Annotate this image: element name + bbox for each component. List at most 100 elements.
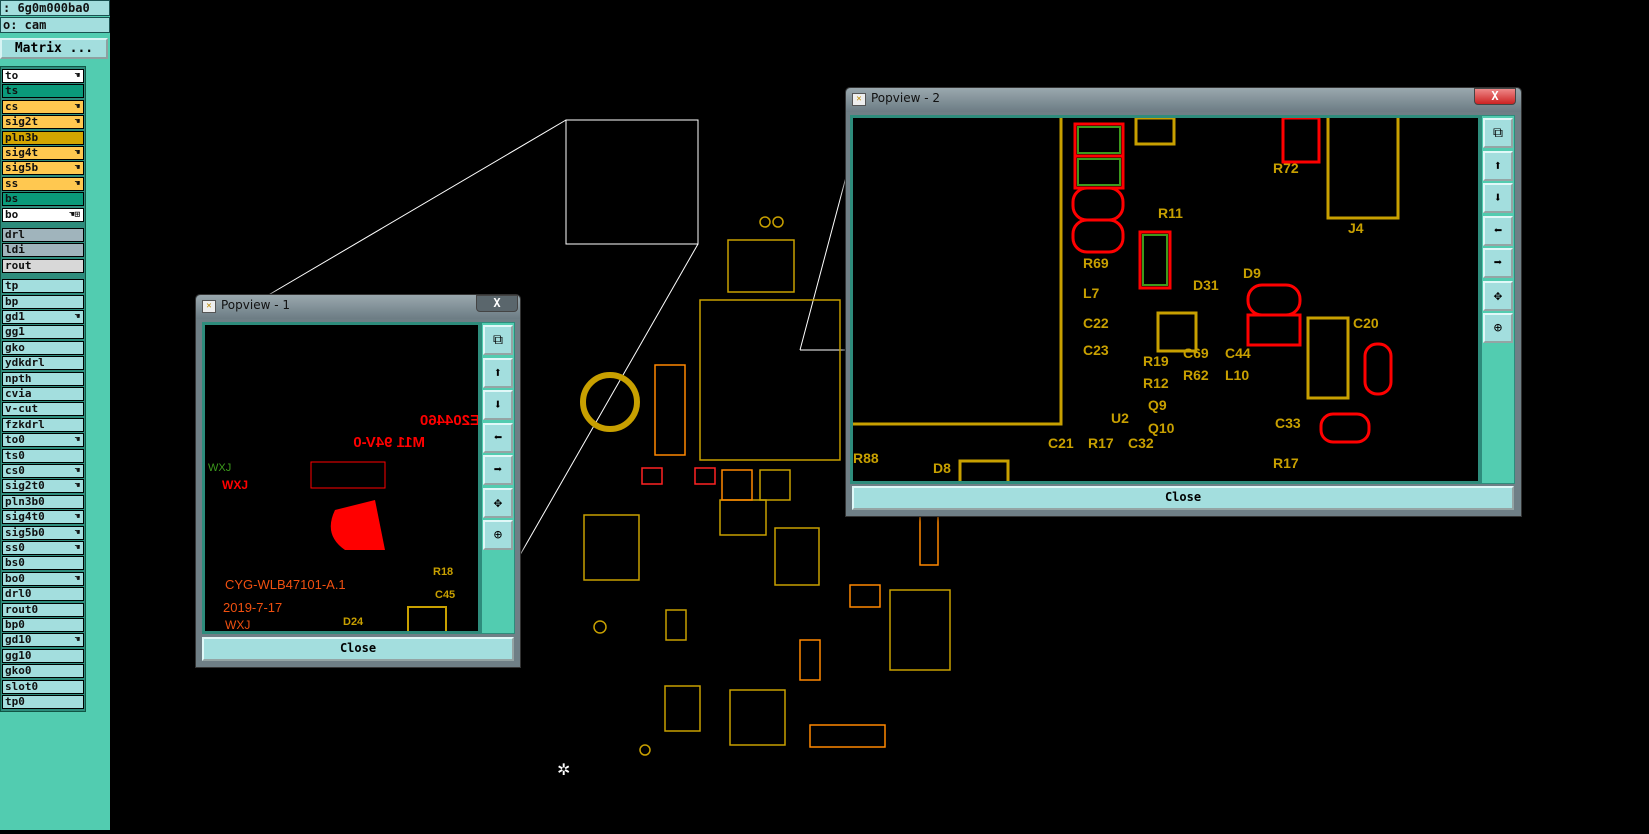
silk-d24: D24 [343,616,364,628]
pan-down-icon[interactable]: ⬇ [483,390,513,420]
app-icon: ✕ [202,300,216,313]
affected-arrow-icon[interactable]: ☚ [74,527,80,538]
layer-row-sig2t0[interactable]: sig2t0☚ [2,479,84,494]
affected-arrow-icon[interactable]: ☚ [74,163,80,174]
affected-arrow-icon[interactable]: ☚ [74,148,80,158]
layer-row-ldi[interactable]: ldi [2,243,84,258]
layer-row-ts0[interactable]: ts0 [2,448,84,463]
affected-arrow-icon[interactable]: ☚⊞ [69,209,80,220]
popview-2-close-button[interactable]: Close [852,486,1514,510]
layer-row-gko0[interactable]: gko0 [2,664,84,679]
layer-row-gd10[interactable]: gd10☚ [2,633,84,648]
affected-arrow-icon[interactable]: ☚ [74,312,80,322]
affected-arrow-icon[interactable]: ☚ [74,435,80,446]
layer-row-pln3b[interactable]: pln3b [2,130,84,145]
layer-row-ts[interactable]: ts [2,84,84,99]
silk-wxj-green: WXJ [208,462,231,474]
layer-row-ss[interactable]: ss☚ [2,176,84,191]
layer-row-ss0[interactable]: ss0☚ [2,541,84,555]
popview-1-title: Popview - 1 [221,298,290,312]
layer-panel-scroll-area[interactable] [86,66,108,830]
layer-row-fzkdrl[interactable]: fzkdrl [2,417,84,432]
layer-row-cs[interactable]: cs☚ [2,99,84,114]
layer-name: rout [5,258,32,272]
silk-date: 2019-7-17 [223,600,282,615]
popview-1-viewport[interactable]: E204460 M11 94V-0 WXJ WXJ CYG-WLB47101-A… [202,322,481,634]
layer-row-bs[interactable]: bs [2,192,84,207]
affected-arrow-icon[interactable]: ☚ [74,573,80,584]
affected-arrow-icon[interactable]: ☚ [74,466,80,476]
graphic-canvas[interactable]: ✲ [110,0,1649,830]
pan-up-icon[interactable]: ⬆ [1483,150,1513,181]
layer-row-gg1[interactable]: gg1 [2,325,84,340]
layer-name: to0 [5,433,25,447]
pan-left-icon[interactable]: ⬅ [483,422,513,453]
silk-label: J4 [1348,220,1364,236]
affected-arrow-icon[interactable]: ☚ [74,101,80,112]
zoom-in-icon[interactable]: ✥ [483,487,513,518]
layer-row-pln3b0[interactable]: pln3b0 [2,494,84,509]
pan-right-icon[interactable]: ➡ [1483,248,1513,278]
layer-row-sig5b[interactable]: sig5b ☚ [2,161,84,176]
layer-name: ldi [5,243,25,257]
layer-row-drl[interactable]: drl [2,228,84,242]
layer-row-ydkdrl[interactable]: ydkdrl [2,356,84,371]
layer-row-slot0[interactable]: slot0 [2,679,84,694]
layer-row-gko[interactable]: gko [2,340,84,355]
layer-name: slot0 [5,679,39,693]
popview-1-titlebar[interactable]: ✕ Popview - 1 X [196,295,520,319]
zoom-out-icon[interactable]: ⊕ [483,520,513,550]
silk-label: C22 [1083,315,1109,331]
step-name: o: cam [0,17,110,33]
layer-row-bo[interactable]: bo☚⊞ [2,207,84,222]
affected-arrow-icon[interactable]: ☚ [74,635,80,646]
matrix-button[interactable]: Matrix ... [0,38,108,59]
silk-part-number: CYG-WLB47101-A.1 [225,577,346,592]
zoom-fit-icon[interactable]: ⧉ [1483,118,1513,148]
layer-row-sig5b0[interactable]: sig5b0☚ [2,525,84,540]
affected-arrow-icon[interactable]: ☚ [74,117,80,128]
layer-row-bo0[interactable]: bo0☚ [2,571,84,586]
layer-row-gd1[interactable]: gd1☚ [2,310,84,324]
silk-label: D31 [1193,277,1219,293]
layer-name: pln3b0 [5,494,45,508]
layer-row-gg10[interactable]: gg10 [2,648,84,663]
popview-1-close-x-button[interactable]: X [476,295,518,312]
layer-row-to0[interactable]: to0 ☚ [2,433,84,448]
affected-arrow-icon[interactable]: ☚ [74,178,80,189]
zoom-fit-icon[interactable]: ⧉ [483,325,513,355]
zoom-out-icon[interactable]: ⊕ [1483,313,1513,343]
layer-name: sig2t [5,115,39,129]
layer-row-tp0[interactable]: tp0 [2,695,84,709]
layer-row-v-cut[interactable]: v-cut [2,402,84,417]
affected-arrow-icon[interactable]: ☚ [74,481,80,492]
layer-row-cs0[interactable]: cs0☚ [2,464,84,478]
popview-1-close-button[interactable]: Close [202,637,514,661]
layer-row-tp[interactable]: tp [2,279,84,294]
pan-down-icon[interactable]: ⬇ [1483,183,1513,213]
layer-row-rout[interactable]: rout [2,258,84,273]
popview-2-close-x-button[interactable]: X [1474,88,1516,105]
layer-row-sig2t[interactable]: sig2t ☚ [2,115,84,130]
layer-row-drl0[interactable]: drl0 [2,587,84,602]
pan-right-icon[interactable]: ➡ [483,455,513,485]
layer-row-bp[interactable]: bp [2,294,84,309]
layer-row-rout0[interactable]: rout0 [2,602,84,617]
affected-arrow-icon[interactable]: ☚ [74,512,80,523]
layer-row-cvia[interactable]: cvia [2,387,84,401]
layer-row-npth[interactable]: npth [2,371,84,386]
popview-2-titlebar[interactable]: ✕ Popview - 2 X [846,88,1521,112]
layer-row-to[interactable]: to☚ [2,69,84,83]
pan-left-icon[interactable]: ⬅ [1483,215,1513,246]
pan-up-icon[interactable]: ⬆ [483,357,513,388]
affected-arrow-icon[interactable]: ☚ [74,71,80,81]
layer-row-sig4t0[interactable]: sig4t0☚ [2,510,84,525]
layer-row-bs0[interactable]: bs0 [2,556,84,571]
affected-arrow-icon[interactable]: ☚ [74,543,80,553]
layer-row-sig4t[interactable]: sig4t☚ [2,146,84,160]
layer-name: sig5b [5,161,39,175]
layer-row-bp0[interactable]: bp0 [2,618,84,632]
layer-name: drl [5,228,25,241]
zoom-in-icon[interactable]: ✥ [1483,280,1513,311]
